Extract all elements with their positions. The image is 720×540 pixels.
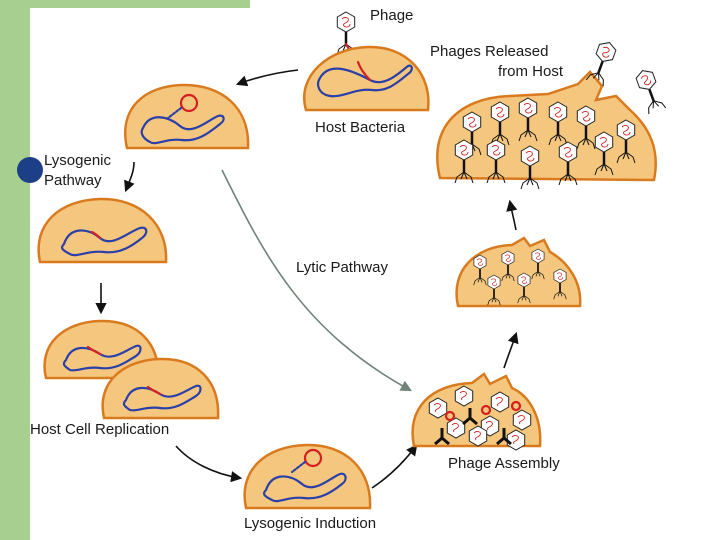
label-lysogenic-pathway-1: Lysogenic [44,152,111,169]
label-lysogenic-pathway-2: Pathway [44,172,102,189]
induction-cell-dna [262,472,347,503]
label-phages-released-1: Phages Released [430,43,548,60]
left-panel-white [30,8,250,540]
lytic-pathway-arrow [221,169,412,392]
label-phage-assembly: Phage Assembly [448,455,560,472]
arrow-to-release [506,199,518,231]
arrow-to-mature [503,331,519,369]
replication-cell-back [43,319,160,380]
arrow-to-assembly [371,444,418,489]
label-host-bacteria: Host Bacteria [315,119,406,136]
label-phages-released-2: from Host [498,63,564,80]
left-band-vertical [0,0,30,540]
left-band [0,0,250,8]
phage-dna-ring-2 [303,448,323,468]
bullet [17,157,43,183]
released-phage-2 [632,66,667,116]
lysogenic-cell-1 [124,83,250,150]
arrow-to-induction [175,445,243,483]
induction-cell [243,443,372,510]
lysogenic-cell-2 [37,197,168,264]
label-host-cell-replication: Host Cell Replication [30,421,169,438]
label-lytic-pathway: Lytic Pathway [296,259,388,276]
assembly-cell [411,372,542,448]
arrow-lysogenic-down [124,161,135,193]
replication-cell-front [101,357,220,420]
label-phage: Phage [370,7,413,24]
label-lysogenic-induction: Lysogenic Induction [244,515,376,532]
lysogenic-cell-1-dna [140,114,225,145]
phage-dna-ring-1 [179,93,199,113]
mature-phage-cell [455,236,582,308]
arrow-to-lysogenic [235,69,299,87]
